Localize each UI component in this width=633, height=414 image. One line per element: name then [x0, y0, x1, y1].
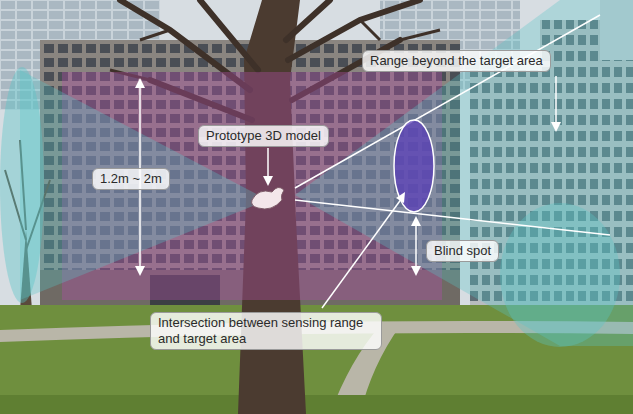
callout-text: 1.2m ~ 2m	[100, 171, 162, 187]
callout-label: Range beyond the target area	[362, 50, 551, 72]
callout-text: Range beyond the target area	[370, 53, 543, 69]
callout-text: Prototype 3D model	[206, 128, 321, 144]
callout-label: Intersection between sensing range and t…	[150, 312, 382, 350]
callout-label: 1.2m ~ 2m	[92, 168, 170, 190]
callout-label: Blind spot	[426, 240, 499, 262]
callout-text: Blind spot	[434, 243, 491, 259]
callout-text: Intersection between sensing range and t…	[158, 315, 374, 347]
callout-label: Prototype 3D model	[198, 125, 329, 147]
